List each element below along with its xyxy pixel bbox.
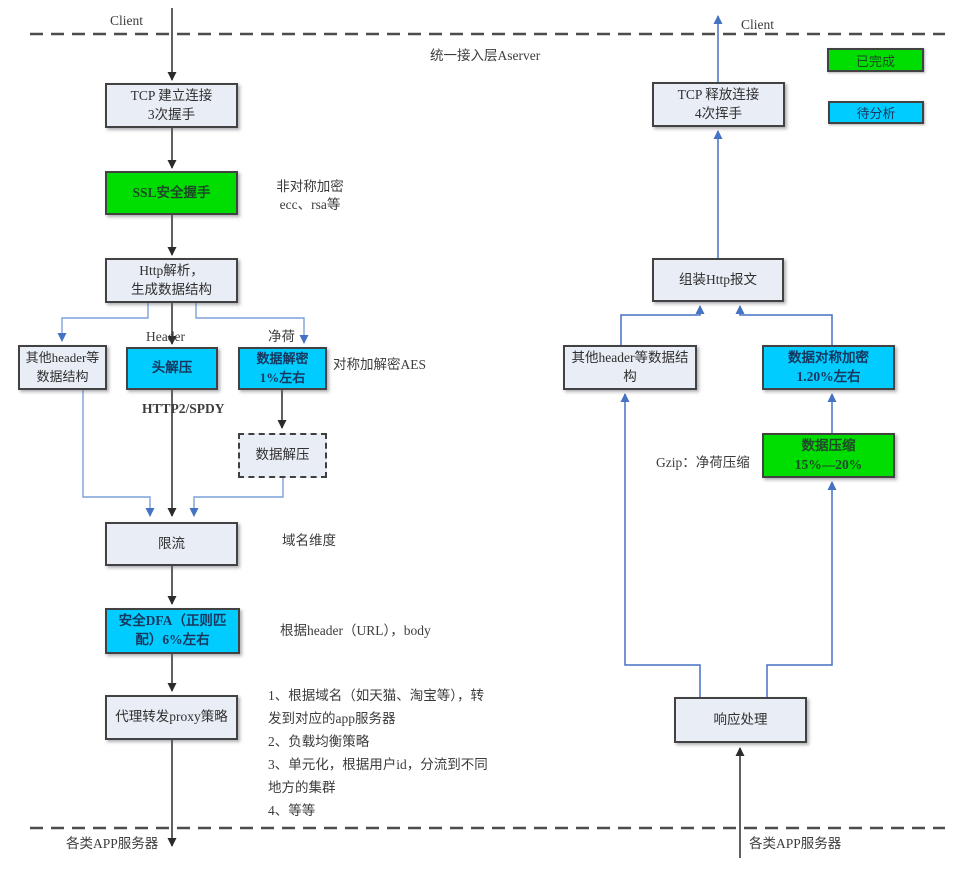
light-blue-edges [57,303,309,517]
node-other-header-left: 其他header等 数据结构 [18,345,107,390]
layer-title: 统一接入层Aserver [430,48,541,63]
node-response-handle: 响应处理 [674,697,807,743]
node-header-decompress: 头解压 [126,347,218,390]
app-servers-label-right: 各类APP服务器 [749,836,842,851]
note-domain-dimension: 域名维度 [282,533,336,548]
legend-pending-box: 待分析 [828,101,924,124]
node-security-dfa: 安全DFA（正则匹 配）6%左右 [105,608,240,654]
note-gzip: Gzip：净荷压缩 [656,455,750,470]
boundary-dashed-lines [30,32,945,830]
edge-label-payload: 净荷 [268,329,295,344]
edge-label-header: Header [146,329,185,344]
black-edges [167,8,745,858]
node-rate-limit: 限流 [105,522,238,566]
note-header-url-body: 根据header（URL），body [280,623,431,638]
node-tcp-connect: TCP 建立连接 3次握手 [105,83,238,128]
node-http-parse: Http解析， 生成数据结构 [105,258,238,303]
note-proxy-strategies: 1、根据域名（如天猫、淘宝等），转 发到对应的app服务器 2、负载均衡策略 3… [268,688,488,818]
blue-edges [620,15,837,697]
node-http-assemble: 组装Http报文 [652,258,784,302]
note-aes: 对称加解密AES [333,357,427,372]
legend-done-box: 已完成 [827,48,924,72]
app-servers-label-left: 各类APP服务器 [66,836,159,851]
node-data-decrypt: 数据解密 1%左右 [238,347,327,390]
node-data-encrypt: 数据对称加密 1.20%左右 [762,345,895,390]
client-label-left: Client [110,13,143,28]
node-data-compress: 数据压缩 15%—20% [762,433,895,478]
node-ssl-handshake: SSL安全握手 [105,171,238,215]
node-proxy-forward: 代理转发proxy策略 [105,695,238,740]
node-other-header-right: 其他header等数据结 构 [563,345,697,390]
note-asymmetric-encryption: 非对称加密 ecc、rsa等 [276,179,344,212]
node-tcp-release: TCP 释放连接 4次挥手 [652,82,785,127]
client-label-right: Client [741,17,774,32]
node-data-decompress: 数据解压 [238,433,327,478]
edge-label-http2: HTTP2/SPDY [142,401,225,416]
